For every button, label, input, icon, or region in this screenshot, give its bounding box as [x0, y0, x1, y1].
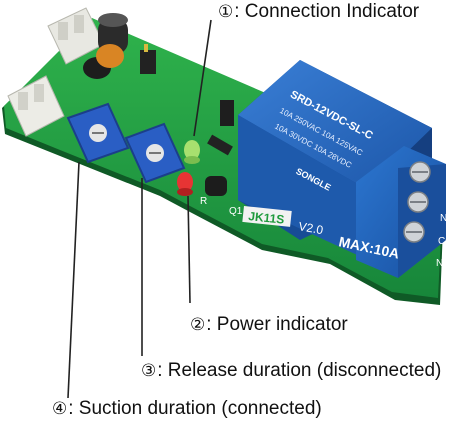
callout-connection-indicator: ①: Connection Indicator — [218, 1, 419, 23]
green-led — [184, 140, 200, 164]
callout-suction-duration: ④: Suction duration (connected) — [52, 398, 322, 420]
transistor-q1 — [205, 176, 227, 196]
callout-text: : Power indicator — [206, 314, 348, 335]
jumper-middle — [220, 100, 234, 126]
callout-line-2 — [187, 195, 191, 304]
callout-number: ② — [190, 315, 206, 335]
r-label: R — [200, 196, 207, 207]
potentiometer-suction[interactable] — [66, 102, 130, 164]
callout-line-4 — [67, 161, 80, 399]
callout-number: ④ — [52, 399, 68, 419]
potentiometer-release[interactable] — [124, 122, 186, 184]
callout-text: : Suction duration (connected) — [68, 398, 322, 419]
board-version-label: V2.0 — [297, 219, 324, 237]
callout-lines — [67, 19, 212, 399]
callout-release-duration: ③: Release duration (disconnected) — [141, 360, 441, 382]
screw-terminal-block — [356, 146, 446, 278]
red-led — [177, 172, 193, 196]
jumper-top — [140, 44, 156, 74]
callout-text: : Release duration (disconnected) — [157, 360, 442, 381]
callout-number: ③ — [141, 361, 157, 381]
callout-line-1 — [193, 19, 212, 137]
diode — [207, 134, 233, 156]
callout-power-indicator: ②: Power indicator — [190, 314, 348, 336]
callout-text: : Connection Indicator — [234, 1, 420, 22]
white-connector-bottom — [7, 75, 65, 137]
callout-number: ① — [218, 2, 234, 22]
terminal-label-no: NO — [436, 258, 451, 269]
q1-label: Q1 — [229, 206, 243, 217]
terminal-label-nc: NC — [440, 213, 454, 224]
terminal-label-com: COM — [438, 236, 461, 247]
board-model-label: JK11S — [248, 209, 285, 227]
inductor — [96, 44, 124, 68]
